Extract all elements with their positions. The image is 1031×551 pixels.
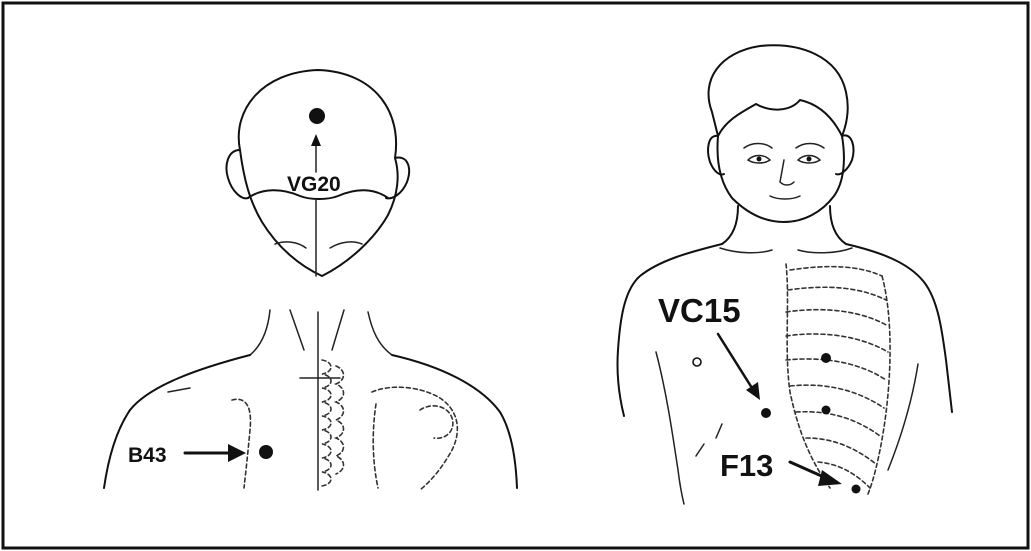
pupil-left: [757, 157, 762, 162]
nipple-right: [821, 353, 831, 363]
vc15-label: VC15: [658, 292, 741, 329]
b43-label: B43: [128, 444, 167, 467]
vc15-point: [761, 408, 771, 418]
vg20-point: [309, 108, 325, 124]
f13-label: F13: [720, 448, 773, 483]
vg20-label: VG20: [287, 173, 341, 196]
rib-point: [822, 406, 831, 415]
b43-point: [259, 445, 273, 459]
pupil-right: [807, 157, 812, 162]
f13-point: [852, 485, 861, 494]
